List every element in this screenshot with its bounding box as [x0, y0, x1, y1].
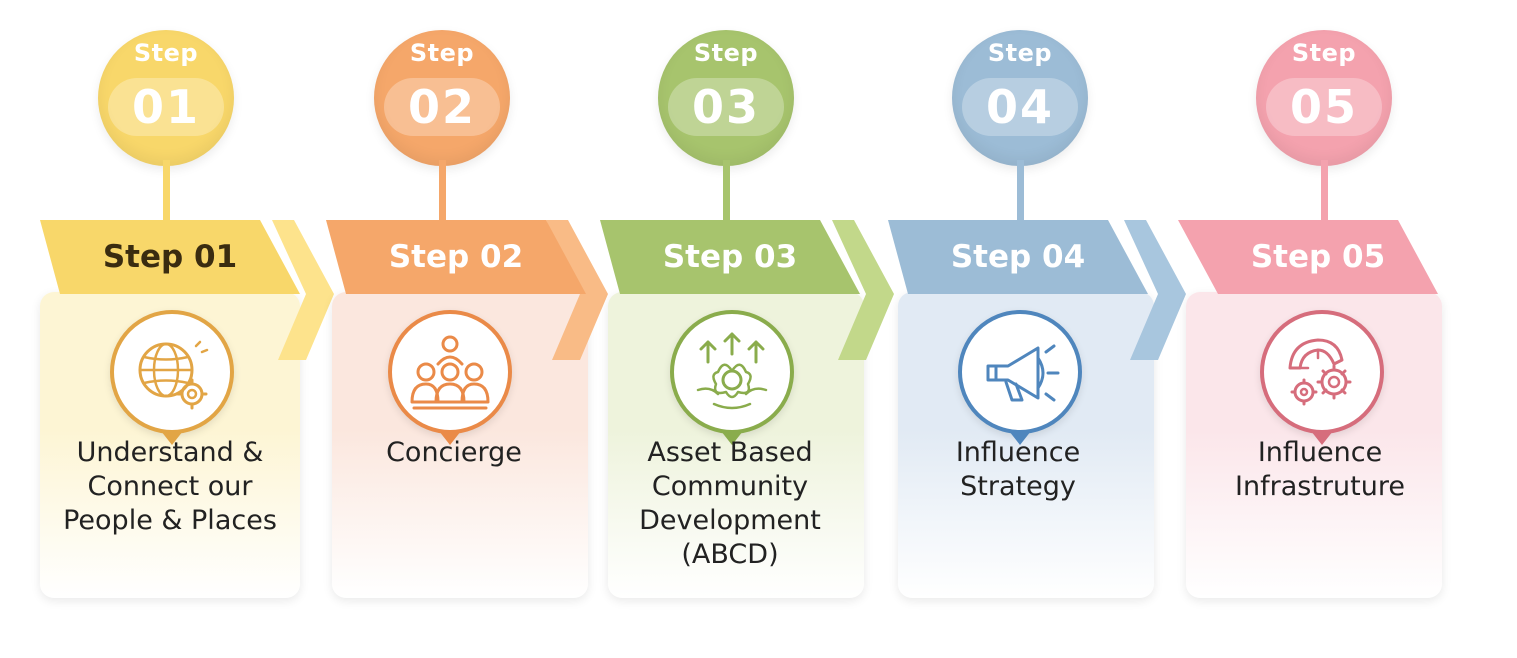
step-circle: Step 05: [1256, 30, 1392, 166]
banner-label: Step 03: [662, 239, 798, 275]
step-banner: [326, 220, 586, 294]
step-banner: [600, 220, 860, 294]
connector-line: [439, 160, 446, 226]
banner-label: Step 02: [388, 239, 524, 275]
people-group-icon: [388, 310, 512, 445]
step-banner: [1178, 220, 1438, 294]
step-circle: Step 02: [374, 30, 510, 166]
step-description: Asset Based Community Development (ABCD): [639, 437, 821, 570]
step-02: Step 02 Step 02 Concierge: [318, 0, 618, 658]
connector-line: [723, 160, 730, 226]
step-circle: Step 04: [952, 30, 1088, 166]
megaphone-icon: [958, 310, 1082, 445]
connector-line: [1321, 160, 1328, 226]
circle-step-label: Step: [409, 39, 475, 67]
step-circle: Step 01: [98, 30, 234, 166]
circle-step-number: 03: [691, 80, 760, 134]
infrastructure-gears-icon: [1260, 310, 1384, 445]
circle-step-number: 05: [1289, 80, 1358, 134]
step-circle: Step 03: [658, 30, 794, 166]
step-description: Understand & Connect our People & Places: [63, 437, 277, 536]
circle-step-number: 02: [407, 80, 476, 134]
globe-gear-icon: [110, 310, 234, 445]
step-description: Influence Strategy: [955, 437, 1081, 502]
circle-step-label: Step: [1291, 39, 1357, 67]
step-banner: [888, 220, 1148, 294]
connector-line: [1017, 160, 1024, 226]
banner-label: Step 05: [1250, 239, 1386, 275]
circle-step-label: Step: [133, 39, 199, 67]
step-banner: [40, 220, 300, 294]
circle-step-number: 04: [985, 80, 1054, 134]
step-description: Concierge: [386, 437, 522, 468]
connector-line: [163, 160, 170, 226]
circle-step-number: 01: [131, 80, 200, 134]
circle-step-label: Step: [987, 39, 1053, 67]
step-description: Influence Infrastruture: [1235, 437, 1405, 502]
circle-step-label: Step: [693, 39, 759, 67]
step-01: Step 01 Step 01 Understand & Connect our: [40, 0, 340, 658]
step-03: Step 03 Step 03 Asset Based Community De…: [600, 0, 900, 658]
step-04: Step 04 Step 04 Influence Strategy: [888, 0, 1188, 658]
growth-flower-icon: [670, 310, 794, 445]
banner-label: Step 04: [950, 239, 1086, 275]
banner-label: Step 01: [102, 239, 238, 275]
step-05: Step 05 Step 05 Influence Infrastruture: [1178, 0, 1478, 658]
